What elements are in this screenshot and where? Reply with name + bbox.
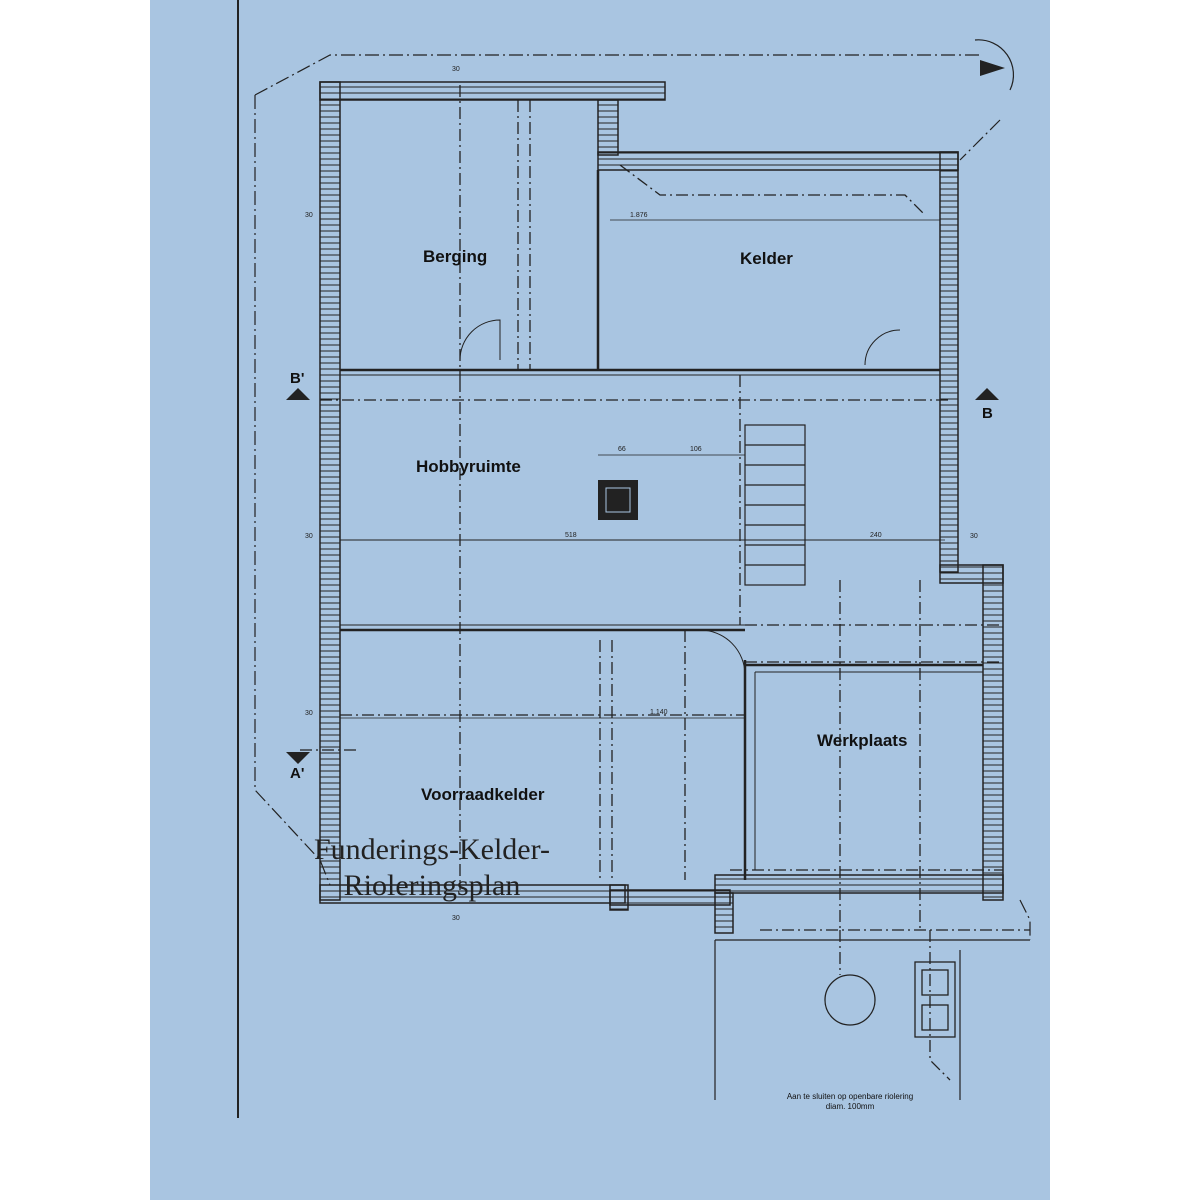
dimension-lines: [340, 219, 945, 719]
drawing-title: Funderings-Kelder- Rioleringsplan: [272, 832, 592, 904]
dimension-30-left-1: 30: [305, 212, 313, 219]
property-boundary: [254, 54, 1031, 940]
section-arrows: [286, 388, 999, 764]
room-label-werkplaats: Werkplaats: [817, 731, 908, 750]
dimension-30-top: 30: [452, 66, 460, 73]
room-label-kelder: Kelder: [740, 249, 793, 268]
dimension-106: 106: [690, 446, 702, 453]
interior-walls: [340, 170, 983, 880]
outfall-note: Aan te sluiten op openbare riolering dia…: [755, 1092, 945, 1112]
dimension-518: 518: [565, 532, 577, 539]
outfall-note-line2: diam. 100mm: [825, 1102, 875, 1111]
blueprint-sheet: [150, 0, 1050, 1200]
dimension-30-bottom: 30: [452, 915, 460, 922]
drawing-title-line1: Funderings-Kelder-: [313, 833, 550, 866]
dimension-240: 240: [870, 532, 882, 539]
inspection-well-icon: [824, 961, 956, 1038]
dimension-66: 66: [618, 446, 626, 453]
dimension-1876: 1.876: [630, 212, 648, 219]
sewer-lines: [300, 85, 1030, 1081]
dimension-30-left-2: 30: [305, 533, 313, 540]
dimension-30-left-3: 30: [305, 710, 313, 717]
dimension-30-right: 30: [970, 533, 978, 540]
outfall-note-line1: Aan te sluiten op openbare riolering: [786, 1092, 914, 1101]
section-mark-b: B: [982, 405, 993, 422]
section-mark-a-prime: A': [290, 765, 305, 782]
door-swings: [459, 319, 901, 676]
room-label-hobbyruimte: Hobbyruimte: [416, 457, 521, 476]
drawing-title-line2: Rioleringsplan: [343, 869, 521, 902]
room-label-berging: Berging: [423, 247, 488, 266]
room-label-voorraadkelder: Voorraadkelder: [421, 785, 545, 804]
staircase: [744, 424, 806, 586]
dimension-1140: 1.140: [650, 709, 668, 716]
outer-walls: [319, 81, 1004, 934]
north-arrow-icon: [974, 39, 1015, 91]
drain-pit-icon: [598, 480, 638, 520]
section-mark-b-prime: B': [290, 370, 305, 387]
